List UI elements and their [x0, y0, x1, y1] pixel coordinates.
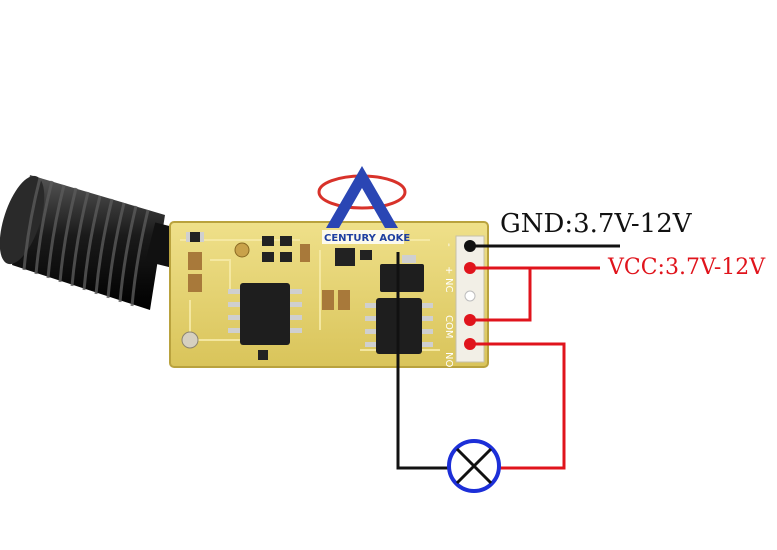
no-wire-to-lamp — [470, 342, 566, 470]
pin-label-com: COM — [443, 315, 454, 338]
terminal-com — [464, 314, 476, 326]
pin-label-minus: - — [443, 243, 454, 247]
vcc-com-jumper — [470, 268, 532, 322]
smd-capacitor — [188, 274, 202, 292]
pin-label-no: NO — [443, 352, 454, 367]
vcc-label: VCC:3.7V-12V — [607, 255, 766, 280]
wiring — [396, 244, 620, 470]
brand-logo: CENTURY AOKE — [317, 166, 410, 244]
smd-resistor — [186, 232, 204, 242]
terminal-plus — [464, 262, 476, 274]
gnd-label: GND:3.7V-12V — [500, 209, 693, 239]
smd-capacitor — [188, 252, 202, 270]
terminal-minus — [464, 240, 476, 252]
antenna-coil — [0, 175, 181, 310]
pin-labels: NO COM NC + - — [443, 243, 454, 367]
pin-label-plus: + — [443, 266, 454, 274]
lamp-icon — [447, 439, 501, 493]
terminal-no — [464, 338, 476, 350]
brand-name: CENTURY AOKE — [324, 233, 410, 244]
pin-label-nc: NC — [443, 278, 454, 292]
receiver-board: NO COM NC + - — [169, 221, 489, 368]
gnd-wire-to-lamp — [396, 252, 448, 470]
triangle-orbit-logo-icon — [326, 166, 398, 228]
ic-chip — [228, 283, 302, 345]
